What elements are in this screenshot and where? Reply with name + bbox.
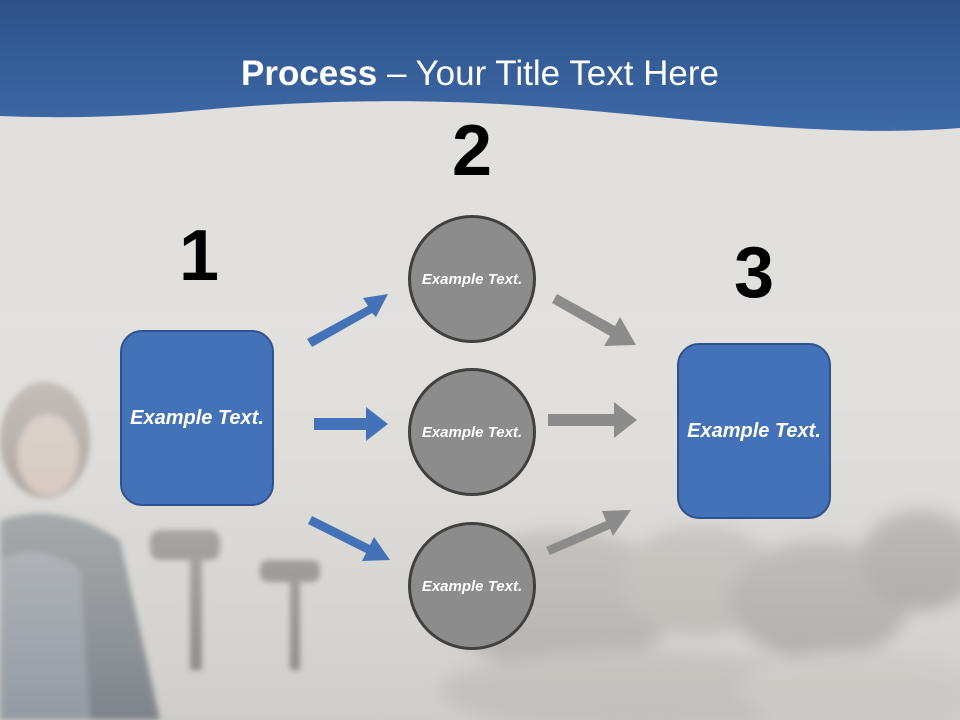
step-number-2: 2: [451, 111, 493, 191]
title-bold-text: Process: [241, 54, 378, 93]
step-1-box: Example Text.: [120, 330, 274, 506]
step-3-text: Example Text.: [687, 419, 821, 442]
arrow-right-gray: [548, 402, 637, 438]
arrow-right-blue: [314, 407, 388, 441]
circle-text: Example Text.: [421, 577, 523, 595]
step-number-3: 3: [733, 233, 775, 313]
circle-text: Example Text.: [421, 270, 523, 288]
arrow-down-right-blue: [308, 516, 390, 561]
page-title: Process – Your Title Text Here: [0, 52, 960, 96]
arrow-up-right-blue: [307, 294, 388, 347]
step-3-box: Example Text.: [677, 343, 831, 519]
circle-text: Example Text.: [421, 423, 523, 441]
step-2-circle-middle: Example Text.: [408, 368, 536, 496]
arrow-down-right-gray: [552, 294, 636, 346]
step-2-circle-top: Example Text.: [408, 215, 536, 343]
title-rest-text: – Your Title Text Here: [377, 54, 719, 93]
step-1-text: Example Text.: [130, 406, 264, 429]
arrow-up-right-gray: [546, 510, 631, 555]
step-2-circle-bottom: Example Text.: [408, 522, 536, 650]
step-number-1: 1: [178, 216, 220, 296]
